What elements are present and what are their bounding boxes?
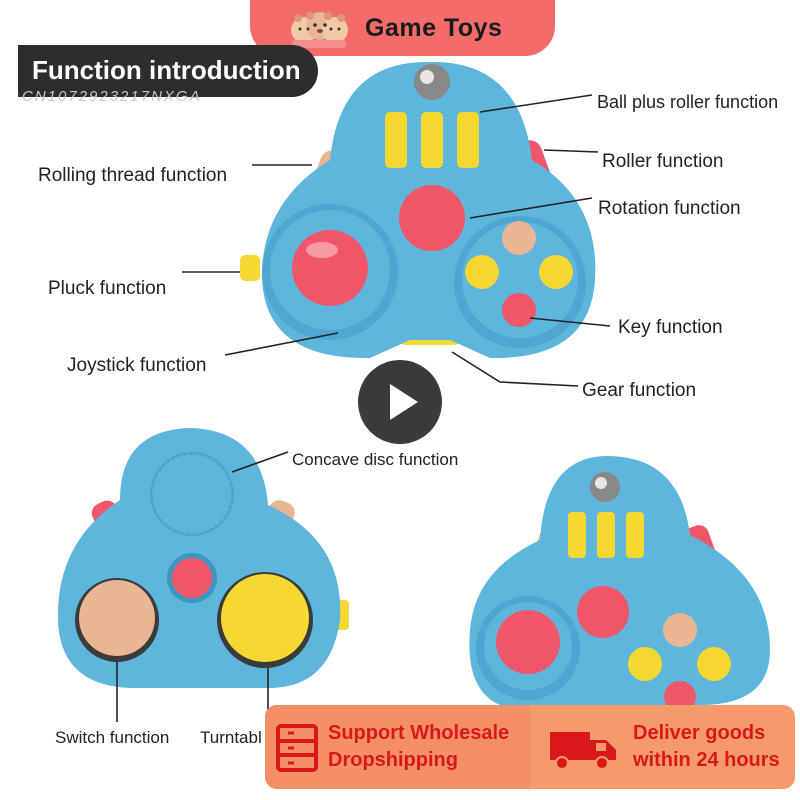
leader-lines [116,94,611,722]
label-pluck: Pluck function [48,278,167,299]
bears-logo-icon [291,12,348,48]
promo-right-line2: within 24 hours [633,749,780,771]
label-turntable: Turntabl [200,728,262,747]
section-title: Function introduction [32,55,301,85]
label-switch: Switch function [55,728,170,747]
truck-icon [550,732,616,770]
brand-title: Game Toys [365,14,503,42]
section-title-pill [18,45,318,97]
promo-left-line1: Support Wholesale [328,722,510,744]
label-ball-roller: Ball plus roller function [597,92,779,112]
promo-bar-left [265,705,530,789]
main-spinner-toy [240,61,596,359]
shelf-icon [276,724,318,772]
left-spinner-toy [57,428,349,689]
watermark-text: CN1072923217NXGA [22,88,202,105]
label-gear: Gear function [582,380,697,401]
label-key: Key function [618,317,723,338]
label-roller: Roller function [602,151,724,172]
promo-left-line2: Dropshipping [328,749,458,771]
right-spinner-toy [469,455,770,713]
play-icon[interactable] [390,384,418,420]
label-concave-disc: Concave disc function [292,450,459,469]
label-rolling-thread: Rolling thread function [38,165,228,186]
label-rotation: Rotation function [598,198,741,219]
promo-right-line1: Deliver goods [633,722,766,744]
label-joystick: Joystick function [67,355,207,376]
